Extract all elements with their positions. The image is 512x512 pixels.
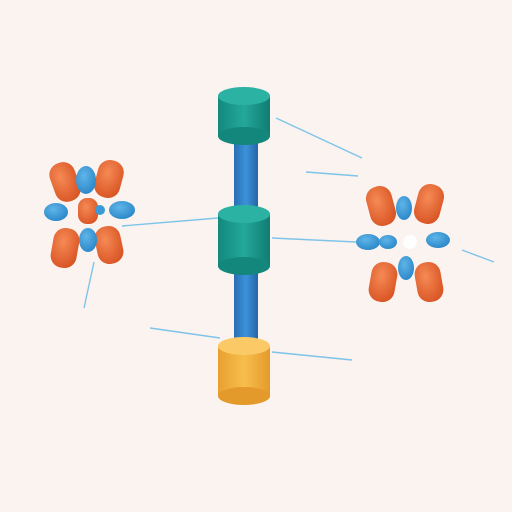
right-molecule-cluster [356,184,450,303]
blue-lobe [396,196,412,220]
orange-lobe [365,186,397,226]
leader-line-arrow-right [305,171,359,177]
leader-line-top-right [275,117,363,159]
orange-lobe [414,261,444,303]
leader-line-mid-left [121,217,219,227]
orange-lobe [50,227,80,269]
blue-lobe [426,232,450,248]
orange-lobe [94,159,124,199]
leader-line-left-label [149,327,221,339]
yellow-cylinder-base [218,337,270,405]
orange-lobe [49,162,81,202]
blue-lobe [79,228,97,252]
blue-lobe [76,166,96,194]
white-core [403,235,417,249]
teal-cylinder-top [218,87,270,145]
blue-lobe [398,256,414,280]
central-column [218,87,270,405]
orange-lobe [94,225,124,265]
leader-line-mid-right [271,237,357,243]
teal-cylinder-middle [218,205,270,275]
blue-lobe [379,235,397,249]
left-molecule-cluster [44,159,135,269]
leader-line-right-label [271,351,353,361]
orange-lobe [78,198,98,224]
leader-line-left-down [83,261,95,309]
orange-lobe [413,184,445,224]
blue-dot [95,205,105,215]
blue-rod-lower [234,266,258,346]
blue-lobe [109,201,135,219]
leader-lines [83,117,495,361]
blue-lobe [356,234,380,250]
blue-lobe [44,203,68,221]
orange-lobe [368,261,398,303]
leader-line-right-down [461,249,495,263]
